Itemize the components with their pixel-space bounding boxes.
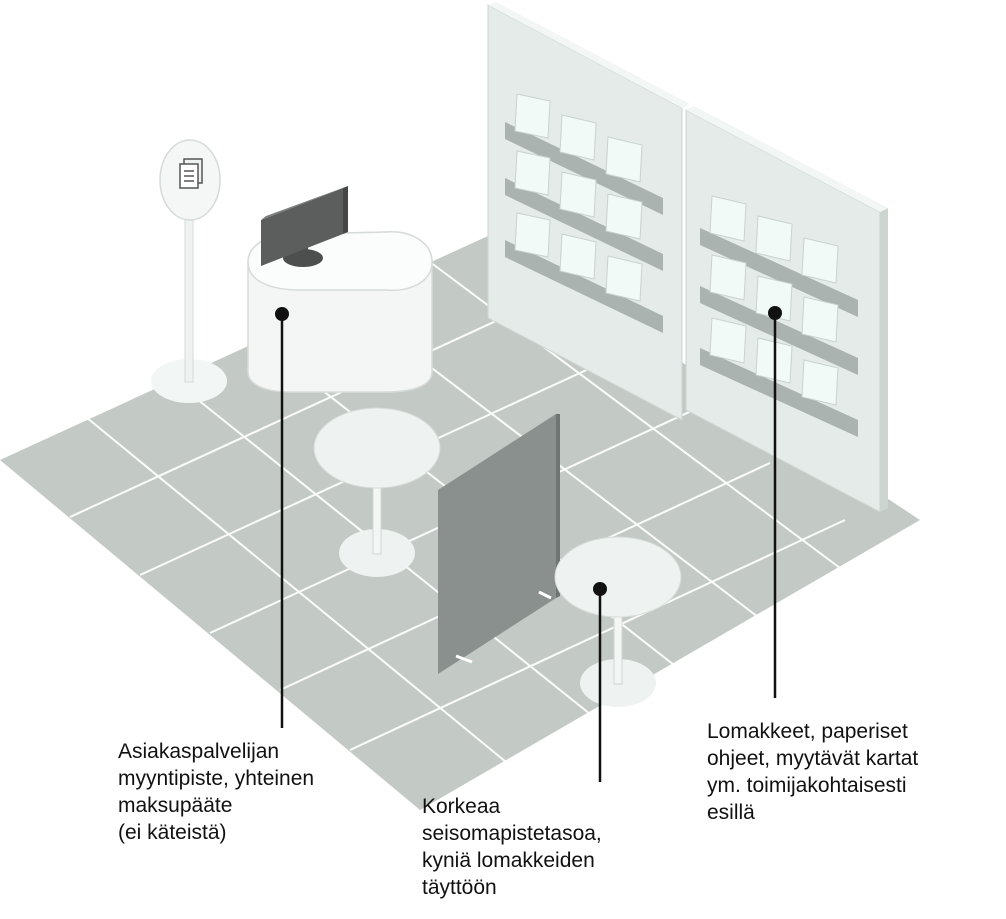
- callout-label-service-point: Asiakaspalvelijan myyntipiste, yhteinen …: [118, 740, 315, 844]
- partition-screen: [438, 414, 560, 674]
- left-panel-brochure-shelves: [505, 93, 663, 333]
- info-sign-stand: [151, 139, 227, 403]
- callout-leaders: [275, 306, 782, 782]
- standing-table-1: [313, 407, 441, 577]
- callout-label-brochure-wall: Lomakkeet, paperiset ohjeet, myytävät ka…: [707, 720, 919, 824]
- right-panel-brochure-shelves: [700, 195, 858, 437]
- service-counter: [247, 186, 433, 393]
- callout-marker-table: [593, 582, 607, 782]
- callout-label-standing-tables: Korkeaa seisomapistetasoa, kyniä lomakke…: [422, 795, 602, 899]
- document-sign-icon: [179, 158, 203, 189]
- monitor-icon: [261, 186, 348, 267]
- callout-marker-service: [275, 307, 289, 728]
- callout-marker-forms: [768, 306, 782, 698]
